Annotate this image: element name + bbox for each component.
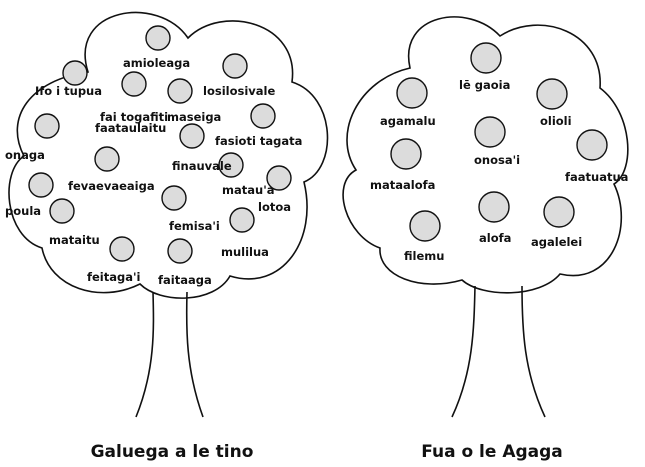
fruit-circle [474,116,506,148]
fruit-label-maseiga: maseiga [167,110,221,124]
fruit-label-feitaga-i: feitaga'i [87,270,140,284]
fruit-label-finauvale: finauvale [172,159,232,173]
tree-spirit-title: Fua o le Agaga [421,442,563,462]
tree-spirit-trunk [451,285,546,418]
tree-flesh-trunk [135,291,204,418]
fruit-circle [145,25,171,51]
tree-flesh: amioleaga Ifo i tupua losilosivale fai t… [5,11,329,462]
fruit-circle [229,207,255,233]
fruit-label-femisa-i: femisa'i [169,219,220,233]
fruit-label-filemu: filemu [404,249,444,263]
fruit-label-ifo-i-tupua: Ifo i tupua [35,84,102,98]
fruit-circle [390,138,422,170]
fruit-label-onosa-i: onosa'i [474,153,520,167]
fruit-label-amioleaga: amioleaga [123,56,190,70]
tree-spirit: lē gaoia agamalu olioli onosa'i faatuatu… [342,16,629,462]
fruit-circle [28,172,54,198]
fruit-circle [576,129,608,161]
fruit-label-faataulaitu: faataulaitu [95,121,166,135]
fruit-label-agamalu: agamalu [380,114,436,128]
fruit-circle [167,238,193,264]
fruit-circle [179,123,205,149]
fruit-label-mataalofa: mataalofa [370,178,435,192]
fruit-circle [167,78,193,104]
fruit-label-faitaaga: faitaaga [158,273,212,287]
fruit-circle [94,146,120,172]
fruit-circle [49,198,75,224]
fruit-circle [536,78,568,110]
fruit-label-mataitu: mataitu [49,233,100,247]
fruit-circle [161,185,187,211]
fruit-circle [266,165,292,191]
fruit-label-onaga: onaga [5,148,45,162]
fruit-label-olioli: olioli [540,114,572,128]
tree-spirit-crown [342,16,629,294]
fruit-label-mulilua: mulilua [221,245,269,259]
fruit-label-faatuatua: faatuatua [565,170,628,184]
fruit-circle [222,53,248,79]
fruit-circle [543,196,575,228]
fruit-label-poula: poula [5,204,41,218]
fruit-circle [34,113,60,139]
fruit-label-lotoa: lotoa [258,200,291,214]
fruit-label-fevaevaeaiga: fevaevaeaiga [68,179,155,193]
fruit-label-fai-togafiti: fai togafiti [100,110,168,124]
fruit-label-matau-a: matau'a [222,183,274,197]
fruit-circle [109,236,135,262]
fruit-circle [470,42,502,74]
fruit-circle [409,210,441,242]
tree-flesh-crown [8,11,329,299]
fruit-label-agalelei: agalelei [531,235,582,249]
fruit-circle [396,77,428,109]
fruit-circle [218,152,244,178]
fruit-circle [121,71,147,97]
fruit-label-alofa: alofa [479,231,511,245]
fruit-label-le-gaoia: lē gaoia [459,78,510,92]
fruit-label-fasioti-tagata: fasioti tagata [215,134,302,148]
fruit-circle [62,60,88,86]
fruit-circle [478,191,510,223]
fruit-label-losilosivale: losilosivale [203,84,275,98]
fruit-circle [250,103,276,129]
tree-flesh-title: Galuega a le tino [91,442,254,462]
